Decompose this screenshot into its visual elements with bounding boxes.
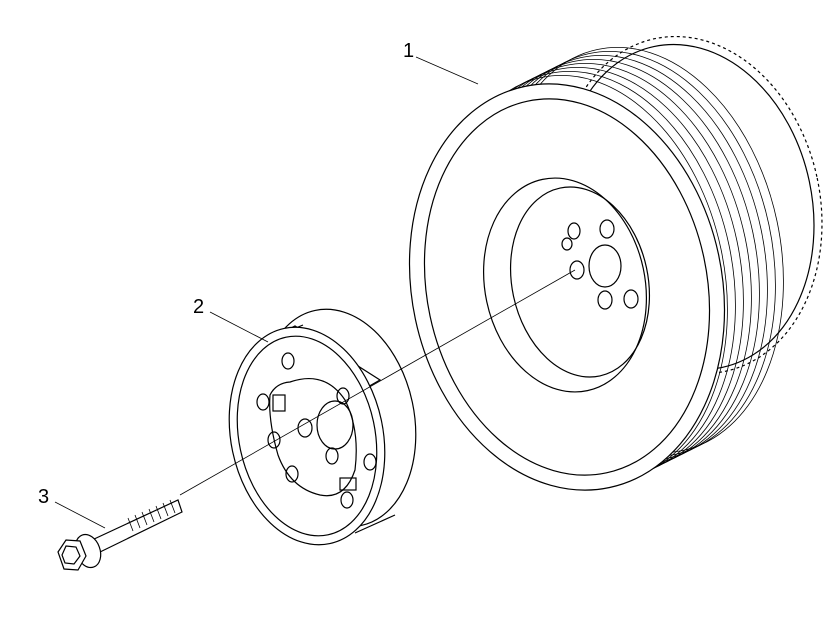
- callout-1: 1: [403, 40, 479, 85]
- pulley-hub-recess: [482, 177, 648, 393]
- callout-2: 2: [193, 296, 269, 343]
- pulley-front-face: [408, 83, 726, 491]
- bolt-threads: [127, 499, 176, 532]
- part-3-bolt: [57, 499, 183, 571]
- pulley-face-rim: [423, 98, 711, 476]
- hub-central-boss: [269, 378, 357, 497]
- svg-text:3: 3: [38, 486, 49, 508]
- assembly-axis-line: [179, 269, 576, 496]
- pulley-hub-inner: [509, 186, 651, 378]
- callout-3: 3: [38, 486, 106, 529]
- svg-text:2: 2: [193, 296, 204, 318]
- part-1-crankshaft-pulley: [408, 35, 823, 491]
- pulley-hub-holes: [561, 219, 639, 310]
- svg-text:1: 1: [403, 40, 414, 62]
- part-2-hub: [228, 308, 417, 546]
- hub-bolt-holes: [256, 352, 377, 509]
